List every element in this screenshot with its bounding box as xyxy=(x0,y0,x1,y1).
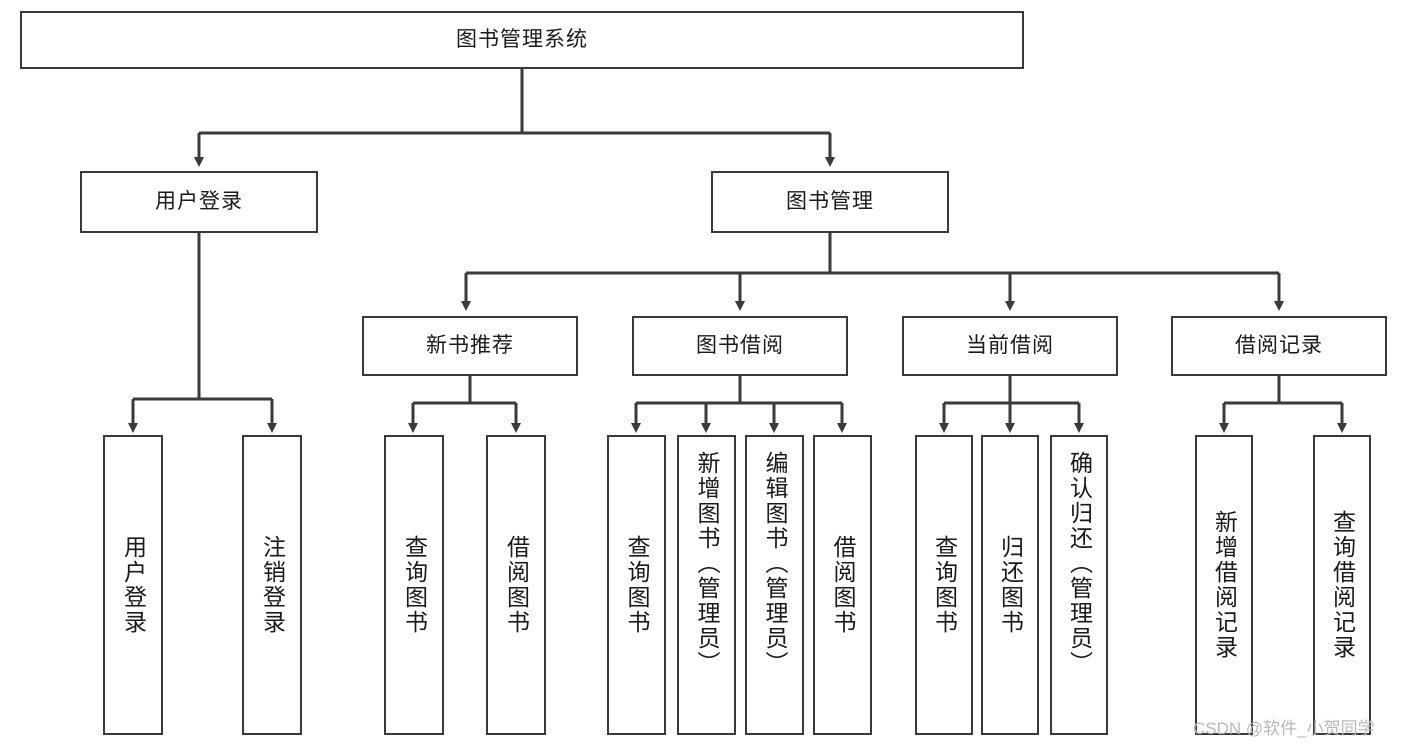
node-label: 查询借阅记录 xyxy=(1329,510,1356,660)
node-leaf-add-book-admin[interactable]: 新增图书（管理员） xyxy=(677,435,736,735)
node-label: 图书管理系统 xyxy=(456,28,588,52)
node-leaf-add-borrow-record[interactable]: 新增借阅记录 xyxy=(1195,435,1253,735)
node-root-book-management-system[interactable]: 图书管理系统 xyxy=(20,11,1024,69)
node-label: 新增图书（管理员） xyxy=(694,451,720,676)
node-label: 归还图书 xyxy=(997,535,1024,635)
node-user-login[interactable]: 用户登录 xyxy=(80,171,318,233)
node-leaf-query-book-1[interactable]: 查询图书 xyxy=(384,435,444,735)
node-label: 查询图书 xyxy=(624,535,650,635)
node-leaf-edit-book-admin[interactable]: 编辑图书（管理员） xyxy=(745,435,804,735)
node-leaf-query-borrow-record[interactable]: 查询借阅记录 xyxy=(1313,435,1371,735)
node-leaf-user-login[interactable]: 用户登录 xyxy=(103,435,163,735)
node-leaf-borrow-book-1[interactable]: 借阅图书 xyxy=(486,435,546,735)
node-label: 查询图书 xyxy=(931,535,958,635)
node-label: 确认归还（管理员） xyxy=(1066,451,1093,676)
node-label: 图书管理 xyxy=(786,190,874,214)
node-label: 编辑图书（管理员） xyxy=(762,451,788,676)
node-borrow-record[interactable]: 借阅记录 xyxy=(1171,316,1387,376)
node-label: 查询图书 xyxy=(401,535,428,635)
node-leaf-query-book-2[interactable]: 查询图书 xyxy=(607,435,666,735)
node-label: 图书借阅 xyxy=(696,334,784,358)
node-label: 注销登录 xyxy=(259,535,286,635)
node-label: 当前借阅 xyxy=(966,334,1054,358)
csdn-watermark: CSDN @软件_小贺同学 xyxy=(1193,719,1375,738)
node-new-book-recommend[interactable]: 新书推荐 xyxy=(362,316,578,376)
node-current-borrow[interactable]: 当前借阅 xyxy=(902,316,1118,376)
node-label: 借阅图书 xyxy=(503,535,530,635)
node-label: 新增借阅记录 xyxy=(1211,510,1238,660)
node-leaf-return-book[interactable]: 归还图书 xyxy=(981,435,1039,735)
node-leaf-user-logout[interactable]: 注销登录 xyxy=(242,435,302,735)
node-label: 借阅图书 xyxy=(830,535,856,635)
node-label: 用户登录 xyxy=(120,535,147,635)
node-leaf-confirm-return-admin[interactable]: 确认归还（管理员） xyxy=(1050,435,1108,735)
node-book-borrow[interactable]: 图书借阅 xyxy=(632,316,848,376)
node-label: 借阅记录 xyxy=(1235,334,1323,358)
node-leaf-query-book-3[interactable]: 查询图书 xyxy=(915,435,973,735)
node-book-management[interactable]: 图书管理 xyxy=(711,171,949,233)
node-label: 用户登录 xyxy=(155,190,243,214)
node-label: 新书推荐 xyxy=(426,334,514,358)
node-leaf-borrow-book-2[interactable]: 借阅图书 xyxy=(813,435,872,735)
